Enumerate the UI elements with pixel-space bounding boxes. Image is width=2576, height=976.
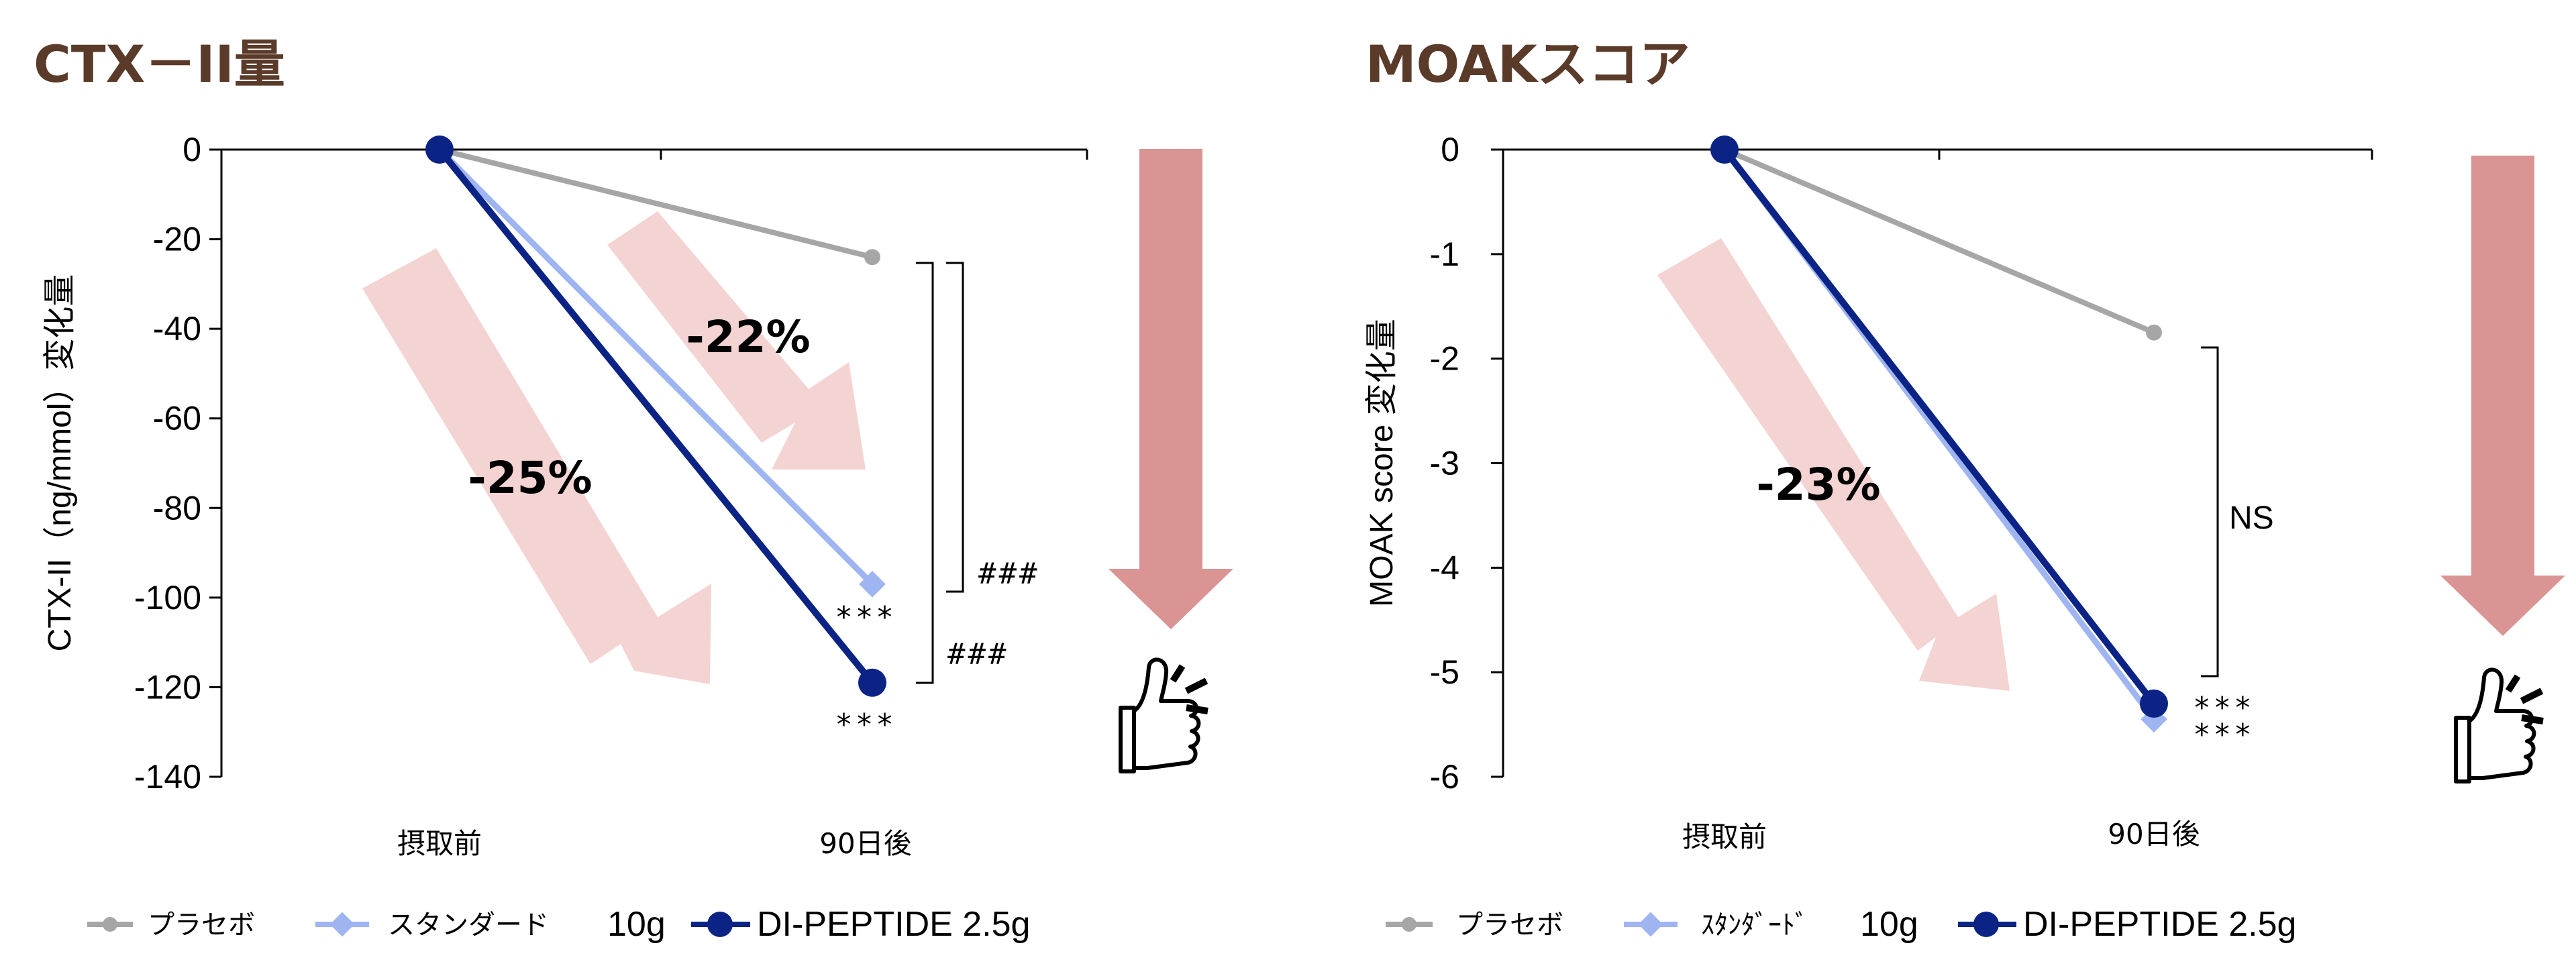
ctx2-trend-arrow-small bbox=[607, 211, 866, 470]
moak-trend-arrow bbox=[1657, 238, 2010, 691]
moak-y-tick-label: 0 bbox=[1441, 131, 1459, 168]
ctx2-placebo-point bbox=[864, 249, 880, 266]
moak-y-tick-label: -3 bbox=[1430, 445, 1459, 482]
ctx2-x-category-before: 摂取前 bbox=[397, 827, 482, 860]
legend-standard-marker bbox=[329, 912, 355, 937]
moak-bracket bbox=[2201, 346, 2219, 677]
legend-standard-label: スタンダード bbox=[388, 910, 549, 940]
legend-dipeptide-label: DI-PEPTIDE 2.5g bbox=[757, 905, 1030, 944]
legend-standard-dose: 10g bbox=[1860, 905, 1918, 944]
legend-placebo-marker bbox=[1402, 917, 1416, 932]
moak-x-category-after: 90日後 bbox=[2108, 818, 2200, 851]
moak-series-group bbox=[1710, 135, 2168, 733]
ctx2-x-category-after: 90日後 bbox=[819, 827, 911, 860]
legend-dipeptide-label: DI-PEPTIDE 2.5g bbox=[2023, 905, 2296, 944]
moak-placebo-line bbox=[1723, 147, 2155, 335]
thumbs-up-icon bbox=[2454, 667, 2544, 783]
ctx2-y-axis-label: CTX-II（ng/mmol）変化量 bbox=[42, 274, 78, 652]
moak-y-tick-label: -6 bbox=[1430, 758, 1459, 796]
moak-panel: MOAKスコア 0 -1 -2 -3 -4 -5 -6 MOAK score 変化量 摂取前… bbox=[1364, 34, 2565, 853]
moak-y-tick-label: -4 bbox=[1430, 549, 1459, 586]
legend-left: プラセボ スタンダード 10g DI-PEPTIDE 2.5g bbox=[87, 905, 1030, 944]
ctx2-series-group bbox=[425, 135, 886, 697]
moak-sig-vs-placebo: NS bbox=[2229, 500, 2274, 536]
ctx2-sig-standard: *** bbox=[835, 600, 896, 635]
moak-sig-standard: *** bbox=[2193, 718, 2254, 752]
moak-y-ticks: 0 -1 -2 -3 -4 -5 -6 bbox=[1430, 131, 1503, 796]
ctx2-sig-dipeptide: *** bbox=[835, 708, 896, 742]
moak-y-tick-label: -5 bbox=[1430, 653, 1459, 691]
ctx2-y-tick-label: -40 bbox=[153, 310, 201, 347]
ctx2-y-tick-label: -80 bbox=[153, 489, 201, 527]
ctx2-standard-line bbox=[437, 147, 875, 586]
moak-dipeptide-point bbox=[2140, 689, 2168, 718]
ctx2-standard-point bbox=[859, 571, 886, 598]
moak-y-tick-label: -2 bbox=[1430, 340, 1459, 378]
ctx2-sig-standard-vs-placebo: ### bbox=[978, 557, 1039, 591]
legend-placebo-label: プラセボ bbox=[148, 910, 255, 940]
moak-pct-dipeptide: -23% bbox=[1756, 459, 1880, 510]
legend-standard-label: ｽﾀﾝﾀﾞｰﾄﾞ bbox=[1701, 910, 1808, 940]
moak-placebo-point bbox=[2146, 324, 2162, 341]
legend-standard-dose: 10g bbox=[607, 905, 666, 944]
moak-dipeptide-line bbox=[1722, 147, 2157, 706]
ctx2-y-tick-label: 0 bbox=[183, 131, 201, 168]
ctx2-y-ticks: 0 -20 -40 -60 -80 -100 -120 -140 bbox=[134, 131, 221, 796]
legend-placebo-marker bbox=[103, 917, 117, 932]
thumbs-up-icon bbox=[1119, 657, 1208, 773]
ctx2-y-tick-label: -20 bbox=[153, 221, 201, 258]
moak-y-tick-label: -1 bbox=[1430, 235, 1459, 273]
ctx2-pct-dipeptide: -25% bbox=[468, 452, 592, 504]
ctx2-trend-arrow-large bbox=[362, 248, 711, 684]
legend-right: プラセボ ｽﾀﾝﾀﾞｰﾄﾞ 10g DI-PEPTIDE 2.5g bbox=[1386, 905, 2296, 944]
ctx2-y-tick-label: -100 bbox=[134, 579, 201, 616]
legend-dipeptide-marker bbox=[1973, 912, 1999, 937]
moak-dipeptide-point bbox=[1710, 135, 1739, 164]
ctx2-panel: CTX－II量 0 -20 -40 -60 -80 -100 -120 -140 CTX-II… bbox=[34, 34, 1233, 860]
ctx2-y-tick-label: -140 bbox=[134, 758, 201, 796]
legend-dipeptide-marker bbox=[707, 912, 733, 937]
ctx2-bracket-outer bbox=[916, 262, 934, 684]
ctx2-bracket-inner bbox=[946, 262, 964, 593]
legend-standard-marker bbox=[1638, 912, 1663, 937]
ctx2-dipeptide-line bbox=[437, 147, 875, 685]
moak-y-axis-label: MOAK score 変化量 bbox=[1364, 319, 1400, 606]
ctx2-y-tick-label: -60 bbox=[153, 400, 201, 437]
ctx2-dipeptide-point bbox=[858, 668, 886, 697]
ctx2-dipeptide-point bbox=[425, 135, 454, 164]
moak-x-category-before: 摂取前 bbox=[1682, 820, 1767, 853]
down-arrow-icon bbox=[1109, 149, 1233, 629]
moak-sig-dipeptide: *** bbox=[2193, 691, 2254, 725]
ctx2-sig-dipeptide-vs-placebo: ### bbox=[947, 637, 1009, 671]
ctx2-y-tick-label: -120 bbox=[134, 668, 201, 706]
down-arrow-icon bbox=[2440, 156, 2565, 636]
moak-title: MOAKスコア bbox=[1366, 34, 1690, 94]
ctx2-placebo-line bbox=[439, 147, 873, 260]
ctx2-pct-standard: -22% bbox=[686, 311, 810, 363]
legend-placebo-label: プラセボ bbox=[1456, 910, 1563, 940]
ctx2-title: CTX－II量 bbox=[34, 34, 285, 94]
